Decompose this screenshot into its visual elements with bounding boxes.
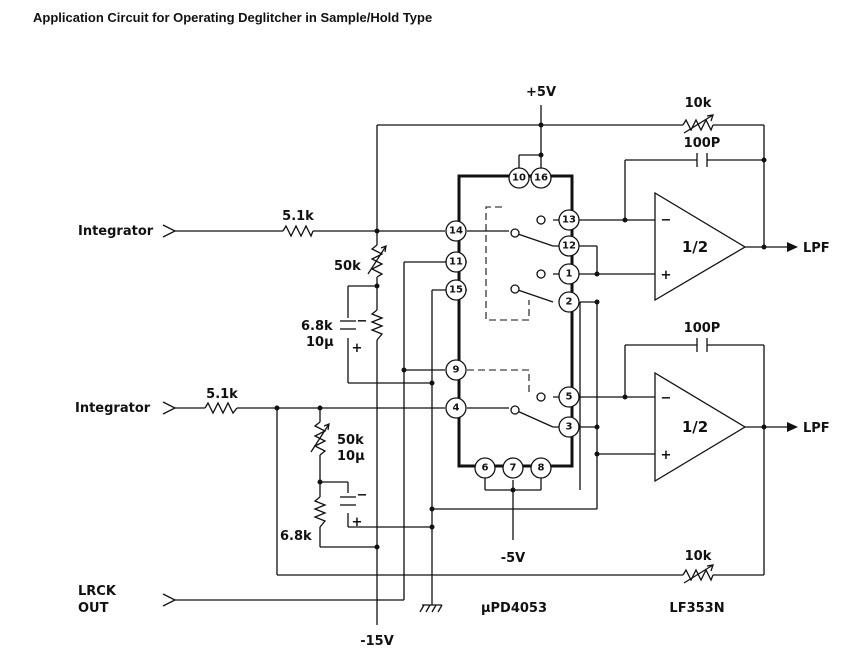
pin-12: 12 [558, 235, 580, 257]
feedback-cap-bottom [696, 338, 708, 352]
opamp-bottom: − + 1/2 [654, 371, 747, 483]
lrck-label-line1: LRCK [78, 584, 117, 599]
cap-top-value-line2: 10μ [306, 335, 334, 350]
opamp-top: − + 1/2 [654, 191, 747, 302]
pin-2: 2 [558, 291, 580, 313]
pin-1: 1 [558, 263, 580, 285]
pin-8: 8 [530, 457, 552, 479]
r-bottom-input-value: 5.1k [206, 387, 238, 402]
lrck-label-line2: OUT [78, 601, 109, 616]
pin-16: 16 [530, 167, 552, 189]
junction-dots [274, 122, 767, 550]
page-title: Application Circuit for Operating Deglit… [33, 10, 433, 25]
pot-bottom-value-line2: 10μ [337, 449, 365, 464]
ground-symbol [419, 604, 443, 613]
wiring [175, 105, 787, 625]
svg-text:−: − [661, 213, 672, 228]
analog-switches [510, 215, 554, 428]
pin-9: 9 [445, 359, 467, 381]
svg-text:−: − [357, 314, 368, 329]
pot-top-50k [367, 244, 387, 278]
svg-text:−: − [661, 391, 672, 406]
svg-text:14: 14 [449, 226, 463, 237]
resistor-top-shunt [370, 309, 384, 341]
pin-10: 10 [508, 167, 530, 189]
svg-text:11: 11 [449, 257, 463, 268]
cap-top-10u: − + [340, 314, 367, 356]
arrows [162, 224, 798, 607]
feedback-cap-top [696, 153, 708, 167]
output-bottom-label: LPF [803, 421, 830, 436]
cap-bottom-10u: − + [340, 488, 367, 530]
svg-text:+: + [661, 268, 672, 283]
pin-6: 6 [474, 457, 496, 479]
svg-text:5: 5 [566, 392, 573, 403]
svg-text:12: 12 [562, 241, 576, 252]
input-bottom-label: Integrator [75, 401, 151, 416]
svg-text:+: + [352, 341, 363, 356]
opamp-name-label: LF353N [669, 601, 724, 616]
svg-text:3: 3 [566, 422, 573, 433]
svg-text:8: 8 [538, 463, 545, 474]
feedback-cap-bottom-value: 100P [684, 321, 721, 336]
svg-text:6: 6 [482, 463, 489, 474]
pot-bottom-value-line1: 50k [337, 433, 364, 448]
r-top-input-value: 5.1k [282, 209, 314, 224]
internal-control-lines [456, 206, 530, 395]
pin-4: 4 [445, 397, 467, 419]
output-top-label: LPF [803, 241, 830, 256]
r-bottom-shunt-value: 6.8k [280, 529, 312, 544]
svg-text:7: 7 [510, 463, 517, 474]
pin-11: 11 [445, 251, 467, 273]
svg-text:15: 15 [449, 285, 463, 296]
resistor-bottom-shunt [313, 496, 327, 528]
svg-text:+: + [661, 448, 672, 463]
feedback-cap-top-value: 100P [684, 136, 721, 151]
opamp-bottom-label: 1/2 [682, 418, 708, 436]
opamp-top-label: 1/2 [682, 238, 708, 256]
pin-7: 7 [502, 457, 524, 479]
supply-neg-label: -5V [501, 551, 526, 566]
resistor-top-input [282, 224, 314, 238]
ic-pins: 10 16 14 13 12 11 1 15 2 9 5 4 3 6 7 8 [445, 167, 580, 479]
svg-text:−: − [357, 488, 368, 503]
svg-text:4: 4 [453, 403, 460, 414]
pin-3: 3 [558, 416, 580, 438]
svg-text:13: 13 [562, 215, 576, 226]
svg-text:9: 9 [453, 365, 460, 376]
supply-neg15-label: -15V [360, 634, 394, 649]
pin-5: 5 [558, 386, 580, 408]
pot-top-value: 50k [334, 259, 361, 274]
pot-bottom-50k [310, 421, 330, 456]
svg-text:10: 10 [512, 173, 526, 184]
svg-text:16: 16 [534, 173, 548, 184]
feedback-pot-bottom-value: 10k [685, 549, 712, 564]
feedback-pot-bottom [682, 564, 714, 584]
pin-15: 15 [445, 279, 467, 301]
feedback-pot-top [682, 114, 714, 134]
pin-14: 14 [445, 220, 467, 242]
feedback-pot-top-value: 10k [685, 96, 712, 111]
pin-13: 13 [558, 209, 580, 231]
cap-top-value-line1: 6.8k [301, 319, 333, 334]
resistor-bottom-input [204, 401, 238, 415]
svg-text:+: + [352, 515, 363, 530]
svg-text:2: 2 [566, 297, 573, 308]
supply-pos-label: +5V [526, 85, 556, 100]
svg-text:1: 1 [566, 269, 573, 280]
input-top-label: Integrator [78, 224, 154, 239]
ic-name-label: μPD4053 [481, 601, 547, 616]
